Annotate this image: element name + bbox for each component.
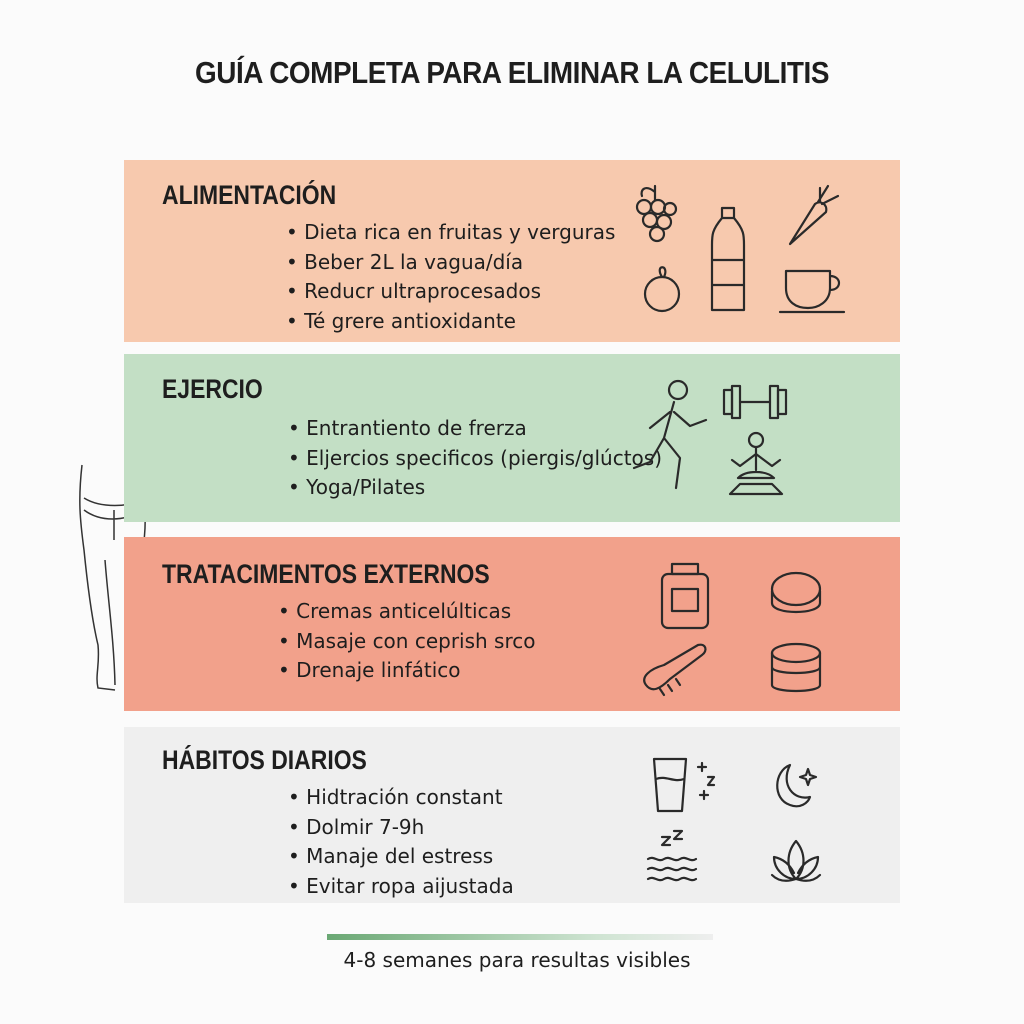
page-title: GUÍA COMPLETA PARA ELIMINAR LA CELULITIS xyxy=(194,55,829,90)
bullet-list: Dieta rica en fruitas y verguras Beber 2… xyxy=(286,218,615,336)
list-item: Cremas anticelúlticas xyxy=(278,597,536,627)
water-glass-icon xyxy=(652,757,716,813)
dumbbell-icon xyxy=(722,384,788,420)
lotus-icon xyxy=(770,839,822,882)
running-person-icon xyxy=(632,379,708,490)
list-item: Evitar ropa aijustada xyxy=(288,872,514,902)
cream-jar-icon xyxy=(660,562,710,630)
list-item: Dieta rica en fruitas y verguras xyxy=(286,218,615,248)
footer-text: 4-8 semanes para resultas visibles xyxy=(343,948,691,972)
water-bottle-icon xyxy=(710,206,746,312)
section-tratamientos: TRATACIMENTOS EXTERNOS Cremas anticelúlt… xyxy=(124,537,900,711)
fruit-icon xyxy=(643,266,681,313)
list-item: Dolmir 7-9h xyxy=(288,813,514,843)
list-item: Manaje del estress xyxy=(288,842,514,872)
list-item: Yoga/Pilates xyxy=(288,473,662,503)
section-heading: EJERCIO xyxy=(162,374,263,404)
section-alimentacion: ALIMENTACIÓN Dieta rica en fruitas y ver… xyxy=(124,160,900,342)
section-habitos: HÁBITOS DIARIOS Hidtración constant Dolm… xyxy=(124,727,900,903)
brush-icon xyxy=(643,643,707,697)
list-item: Entrantiento de frerza xyxy=(288,414,662,444)
list-item: Drenaje linfático xyxy=(278,656,536,686)
list-item: Eljercios specificos (piergis/glúctos) xyxy=(288,444,662,474)
icon-group xyxy=(630,170,870,320)
list-item: Hidtración constant xyxy=(288,783,514,813)
section-heading: ALIMENTACIÓN xyxy=(162,180,337,210)
list-item: Reducr ultraprocesados xyxy=(286,277,615,307)
bullet-list: Hidtración constant Dolmir 7-9h Manaje d… xyxy=(288,783,514,901)
list-item: Té grere antioxidante xyxy=(286,307,615,337)
grapes-icon xyxy=(635,184,678,243)
icon-group xyxy=(630,737,870,887)
list-item: Masaje con ceprish srco xyxy=(278,627,535,657)
list-item: Beber 2L la vagua/día xyxy=(286,248,615,278)
section-ejercicio: EJERCIO Entrantiento de frerza Eljercios… xyxy=(124,354,900,522)
icon-group xyxy=(630,364,870,514)
icon-group xyxy=(630,547,870,697)
bullet-list: Entrantiento de frerza Eljercios specifi… xyxy=(288,414,662,503)
section-heading: HÁBITOS DIARIOS xyxy=(162,745,367,775)
tea-cup-icon xyxy=(778,269,846,314)
section-heading: TRATACIMENTOS EXTERNOS xyxy=(162,559,490,589)
bullet-list: Cremas anticelúlticas Masaje con ceprish… xyxy=(278,597,536,686)
moon-icon xyxy=(776,763,818,808)
carrot-icon xyxy=(788,184,840,246)
scrub-bowl-icon xyxy=(770,571,822,613)
timeline-bar xyxy=(327,934,713,940)
yoga-icon xyxy=(728,431,784,496)
scrub-jar-icon xyxy=(770,642,822,693)
sleep-waves-icon xyxy=(646,829,698,882)
